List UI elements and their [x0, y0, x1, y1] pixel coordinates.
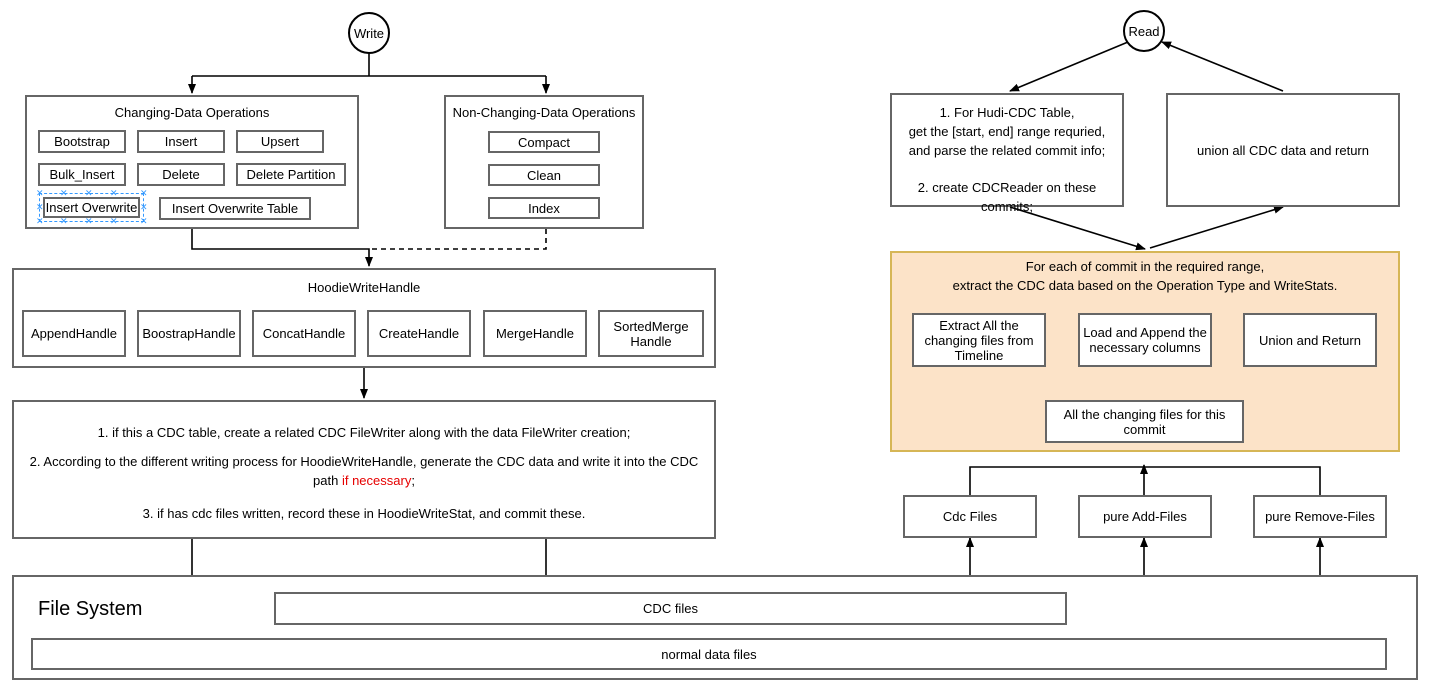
- write-step-1: 1. if this a CDC table, create a related…: [97, 425, 631, 440]
- read-step-box: [890, 93, 1124, 207]
- resize-handle-e[interactable]: ✕: [140, 202, 148, 212]
- panel-step-1-line-2: changing files from: [924, 332, 1034, 348]
- op-upsert[interactable]: Upsert: [236, 130, 324, 153]
- op-index[interactable]: Index: [488, 197, 600, 219]
- resize-handle-n2[interactable]: ✕: [60, 188, 68, 198]
- non-changing-data-operations-title: Non-Changing-Data Operations: [452, 105, 636, 120]
- op-insert[interactable]: Insert: [137, 130, 225, 153]
- normal-data-files-region[interactable]: normal data files: [31, 638, 1387, 670]
- read-start-node[interactable]: Read: [1123, 10, 1165, 52]
- write-start-node[interactable]: Write: [348, 12, 390, 54]
- panel-commit-line-2: commit: [1123, 421, 1166, 437]
- source-pure-remove-files[interactable]: pure Remove-Files: [1253, 495, 1387, 538]
- hoodie-write-handle-title: HoodieWriteHandle: [307, 280, 421, 295]
- op-compact[interactable]: Compact: [488, 131, 600, 153]
- union-all-cdc-box[interactable]: union all CDC data and return: [1166, 93, 1400, 207]
- read-step-line-1: 1. For Hudi-CDC Table,: [939, 105, 1075, 120]
- panel-commit-line-1: All the changing files for this: [1063, 406, 1226, 422]
- op-bulk-insert[interactable]: Bulk_Insert: [38, 163, 126, 186]
- source-cdc-files[interactable]: Cdc Files: [903, 495, 1037, 538]
- resize-handle-s3[interactable]: ✕: [110, 216, 118, 226]
- resize-handle-sw[interactable]: ✕: [36, 216, 44, 226]
- op-delete[interactable]: Delete: [137, 163, 225, 186]
- write-steps-box: [12, 400, 716, 539]
- panel-step-1-line-3: Timeline: [954, 347, 1004, 363]
- panel-all-changing-files-box[interactable]: All the changing files for this commit: [1045, 400, 1244, 443]
- write-step-3: 3. if has cdc files written, record thes…: [142, 506, 586, 521]
- read-start-label: Read: [1128, 23, 1160, 39]
- cdc-extraction-panel-header: For each of commit in the required range…: [895, 258, 1395, 296]
- handle-create[interactable]: CreateHandle: [367, 310, 471, 357]
- panel-header-line-1: For each of commit in the required range…: [1025, 259, 1265, 274]
- panel-step-2-line-1: Load and Append the: [1083, 325, 1207, 340]
- write-step-2-line-a: 2. According to the different writing pr…: [29, 454, 699, 469]
- read-step-line-3: and parse the related commit info;: [908, 142, 1106, 158]
- resize-handle-ne[interactable]: ✕: [140, 188, 148, 198]
- panel-step-load-append[interactable]: Load and Append the necessary columns: [1078, 313, 1212, 367]
- panel-step-union-return[interactable]: Union and Return: [1243, 313, 1377, 367]
- source-pure-add-files[interactable]: pure Add-Files: [1078, 495, 1212, 538]
- write-step-2: 2. According to the different writing pr…: [22, 453, 706, 491]
- write-step-2-line-b: path: [313, 472, 342, 488]
- read-step-line-6: commits;: [981, 199, 1033, 215]
- panel-step-extract-files[interactable]: Extract All the changing files from Time…: [912, 313, 1046, 367]
- changing-data-operations-title: Changing-Data Operations: [114, 105, 270, 120]
- op-bootstrap[interactable]: Bootstrap: [38, 130, 126, 153]
- resize-handle-n[interactable]: ✕: [85, 188, 93, 198]
- read-step-line-2: get the [start, end] range requried,: [908, 123, 1106, 139]
- handle-merge[interactable]: MergeHandle: [483, 310, 587, 357]
- resize-handle-w[interactable]: ✕: [36, 202, 44, 212]
- cdc-files-region[interactable]: CDC files: [274, 592, 1067, 625]
- resize-handle-se[interactable]: ✕: [140, 216, 148, 226]
- handle-sorted-merge-line1: SortedMerge: [613, 318, 689, 334]
- op-insert-overwrite[interactable]: Insert Overwrite: [43, 197, 140, 218]
- handle-concat[interactable]: ConcatHandle: [252, 310, 356, 357]
- resize-handle-nw[interactable]: ✕: [36, 188, 44, 198]
- handle-boostrap[interactable]: BoostrapHandle: [137, 310, 241, 357]
- write-start-label: Write: [353, 25, 385, 41]
- resize-handle-n3[interactable]: ✕: [110, 188, 118, 198]
- panel-header-line-2: extract the CDC data based on the Operat…: [952, 277, 1338, 293]
- resize-handle-s2[interactable]: ✕: [60, 216, 68, 226]
- write-step-2-line-c: ;: [411, 472, 415, 488]
- resize-handle-s[interactable]: ✕: [85, 216, 93, 226]
- read-step-line-5: 2. create CDCReader on these: [917, 180, 1097, 196]
- read-step-box-text: 1. For Hudi-CDC Table, get the [start, e…: [893, 104, 1121, 217]
- handle-append[interactable]: AppendHandle: [22, 310, 126, 357]
- op-delete-partition[interactable]: Delete Partition: [236, 163, 346, 186]
- selection-outline-insert-overwrite[interactable]: [39, 193, 144, 222]
- panel-step-2-line-2: necessary columns: [1089, 340, 1201, 355]
- panel-step-1-line-1: Extract All the: [939, 317, 1019, 333]
- op-clean[interactable]: Clean: [488, 164, 600, 186]
- handle-sorted-merge-line2: Handle: [630, 333, 672, 349]
- op-insert-overwrite-table[interactable]: Insert Overwrite Table: [159, 197, 311, 220]
- file-system-label: File System: [38, 598, 143, 620]
- write-step-2-emphasis: if necessary: [341, 472, 412, 488]
- handle-sorted-merge[interactable]: SortedMerge Handle: [598, 310, 704, 357]
